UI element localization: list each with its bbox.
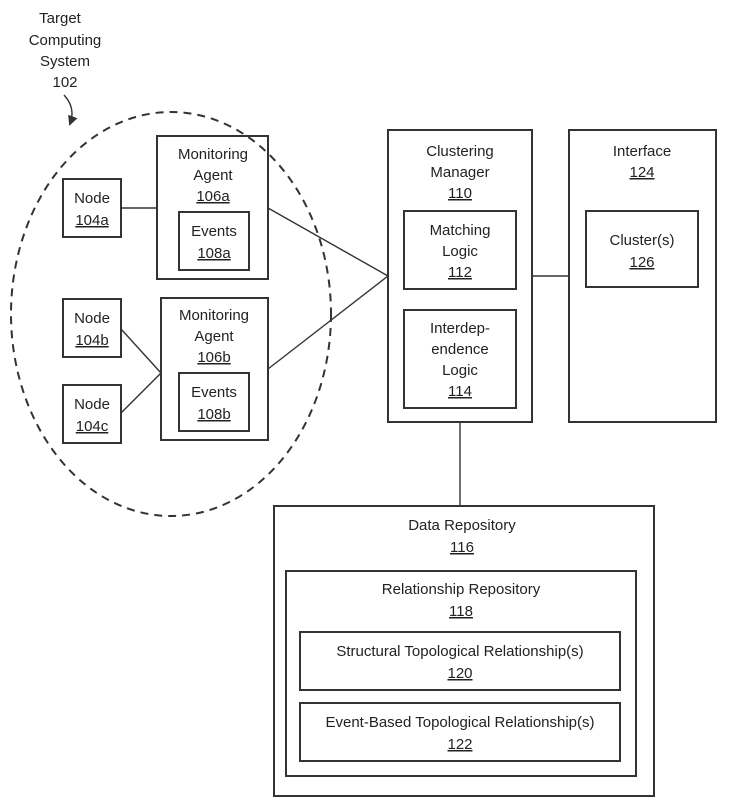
events-108a: Events 108a [178, 211, 250, 271]
target-system-line3: System [40, 53, 90, 70]
target-system-boundary [10, 111, 332, 517]
interface-ref: 124 [629, 164, 654, 181]
interdependence-logic-114: Interdep- endence Logic 114 [403, 309, 517, 409]
events-108a-ref: 108a [197, 245, 231, 262]
relationship-repository-ref: 118 [449, 603, 473, 620]
edge-agent-b-manager [267, 275, 389, 370]
agent-106a-line1: Monitoring [178, 146, 248, 163]
clusters-126: Cluster(s) 126 [585, 210, 699, 288]
edge-node-c-agent-b [120, 372, 162, 414]
node-104b-label: Node [74, 310, 110, 327]
events-108b-label: Events [191, 384, 237, 401]
clustering-manager-line1: Clustering [426, 143, 494, 160]
events-108b-ref: 108b [197, 406, 230, 423]
matching-logic-line2: Logic [442, 243, 478, 260]
edge-agent-a-manager [267, 207, 389, 277]
interdependence-logic-line1: Interdep- [430, 320, 490, 337]
structural-relationships-120: Structural Topological Relationship(s) 1… [299, 631, 621, 691]
agent-106b-line1: Monitoring [179, 307, 249, 324]
target-system-pointer [63, 94, 78, 126]
structural-relationships-ref: 120 [447, 665, 472, 682]
interdependence-logic-line2: endence [431, 341, 489, 358]
monitoring-agent-106a: Monitoring Agent 106a Events 108a [156, 135, 269, 280]
event-based-relationships-ref: 122 [447, 736, 472, 753]
relationship-repository-label: Relationship Repository [382, 581, 541, 598]
clusters-label: Cluster(s) [609, 232, 674, 249]
target-system-line1: Target [39, 10, 82, 27]
data-repository-label: Data Repository [408, 517, 516, 534]
node-104b-ref: 104b [75, 332, 108, 349]
interdependence-logic-line3: Logic [442, 362, 478, 379]
node-104a: Node 104a [62, 178, 122, 238]
target-system-label: Target Computing System 102 [29, 10, 102, 91]
node-104c-label: Node [74, 396, 110, 413]
data-repository-ref: 116 [450, 539, 474, 556]
edge-node-b-agent-b [120, 328, 162, 374]
clustering-manager-line2: Manager [430, 164, 489, 181]
node-104a-label: Node [74, 190, 110, 207]
clustering-manager-110: Clustering Manager 110 Matching Logic 11… [387, 129, 533, 423]
clustering-manager-ref: 110 [448, 185, 472, 202]
interdependence-logic-ref: 114 [448, 383, 472, 400]
node-104a-ref: 104a [75, 212, 109, 229]
events-108b: Events 108b [178, 372, 250, 432]
target-system-ref: 102 [52, 74, 77, 91]
agent-106a-line2: Agent [193, 167, 233, 184]
node-104b: Node 104b [62, 298, 122, 358]
monitoring-agent-106b: Monitoring Agent 106b Events 108b [160, 297, 269, 441]
events-108a-label: Events [191, 223, 237, 240]
matching-logic-line1: Matching [430, 222, 491, 239]
matching-logic-112: Matching Logic 112 [403, 210, 517, 290]
event-based-relationships-122: Event-Based Topological Relationship(s) … [299, 702, 621, 762]
node-104c-ref: 104c [76, 418, 109, 435]
agent-106b-ref: 106b [197, 349, 230, 366]
structural-relationships-label: Structural Topological Relationship(s) [336, 643, 583, 660]
interface-label: Interface [613, 143, 671, 160]
node-104c: Node 104c [62, 384, 122, 444]
event-based-relationships-label: Event-Based Topological Relationship(s) [325, 714, 594, 731]
agent-106b-line2: Agent [194, 328, 234, 345]
clusters-ref: 126 [629, 254, 654, 271]
agent-106a-ref: 106a [196, 188, 230, 205]
data-repository-116: Data Repository 116 Relationship Reposit… [273, 505, 655, 797]
target-system-line2: Computing [29, 32, 102, 49]
relationship-repository-118: Relationship Repository 118 Structural T… [285, 570, 637, 777]
matching-logic-ref: 112 [448, 264, 472, 281]
interface-124: Interface 124 Cluster(s) 126 [568, 129, 717, 423]
